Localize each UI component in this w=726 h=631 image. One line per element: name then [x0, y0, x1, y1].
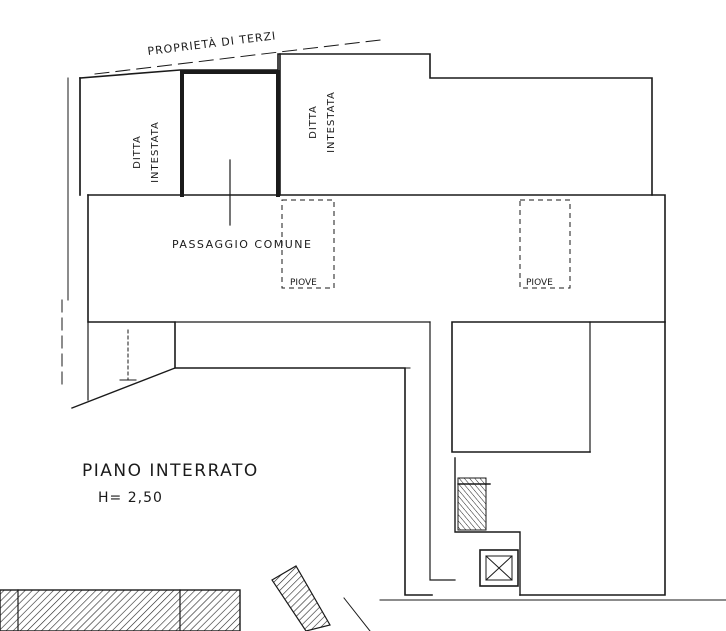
hatched-structure-right: [271, 565, 371, 631]
property-boundary: [61, 39, 381, 391]
rain-left-label: PIOVE: [290, 278, 317, 288]
room-lower-left: [71, 321, 176, 409]
floor-title: PIANO INTERRATO: [82, 461, 259, 481]
owner-left-label: DITTA INTESTATA: [132, 121, 161, 183]
right-wing: [379, 321, 726, 601]
rain-right-label: PIOVE: [526, 278, 553, 288]
svg-text:DITTA: DITTA: [308, 105, 319, 139]
common-passage-label: PASSAGGIO COMUNE: [172, 238, 312, 251]
upper-outline: [79, 53, 653, 196]
common-passage-corridor: [87, 194, 666, 596]
owner-right-label: DITTA INTESTATA: [308, 91, 337, 153]
svg-text:INTESTATA: INTESTATA: [326, 91, 337, 153]
svg-text:DITTA: DITTA: [132, 135, 143, 169]
staircase: [454, 457, 521, 596]
hatched-structure-left: [0, 589, 241, 631]
shaft: [479, 549, 519, 587]
svg-text:INTESTATA: INTESTATA: [150, 121, 161, 183]
property-label: PROPRIETÀ DI TERZI: [147, 29, 277, 58]
rain-opening-left: [281, 199, 335, 289]
room-middle: [180, 70, 280, 226]
rain-opening-right: [519, 199, 571, 289]
height-label: H= 2,50: [98, 490, 163, 506]
room-owner-left: [79, 70, 184, 197]
